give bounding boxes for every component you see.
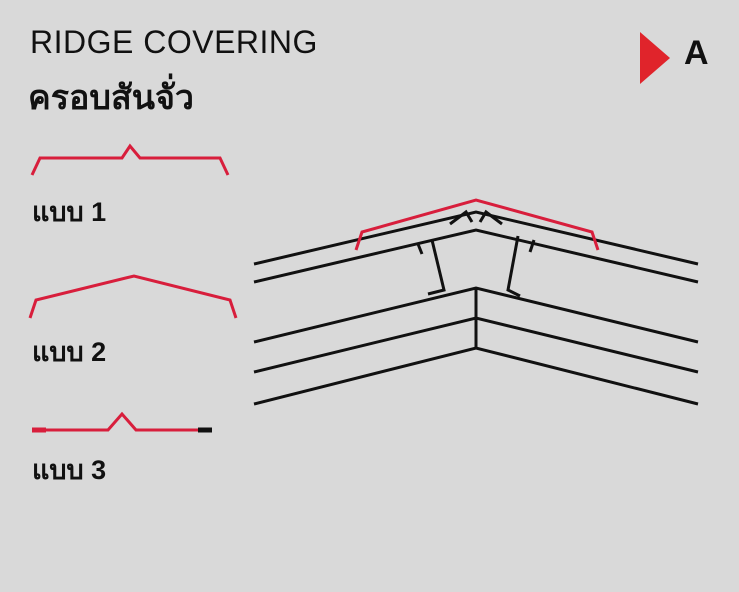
type-label-2: แบบ 2 <box>32 337 107 367</box>
triangle-marker-icon <box>640 32 670 84</box>
ridge-fastener <box>449 209 503 226</box>
page-title: RIDGE COVERING <box>30 24 318 60</box>
lower-roof-structure <box>253 286 699 406</box>
ridge-profile-type-1 <box>30 143 230 176</box>
page-subtitle-thai: ครอบสันจั่ว <box>28 79 195 117</box>
ridge-profile-type-3 <box>32 411 212 433</box>
type-label-1: แบบ 1 <box>32 197 107 227</box>
upper-roof-sheet <box>253 210 699 284</box>
support-brackets <box>416 235 536 298</box>
ridge-cap <box>354 198 600 251</box>
ridge-profile-type-2 <box>28 274 238 319</box>
type-label-3: แบบ 3 <box>32 455 107 485</box>
section-letter: A <box>684 34 709 72</box>
